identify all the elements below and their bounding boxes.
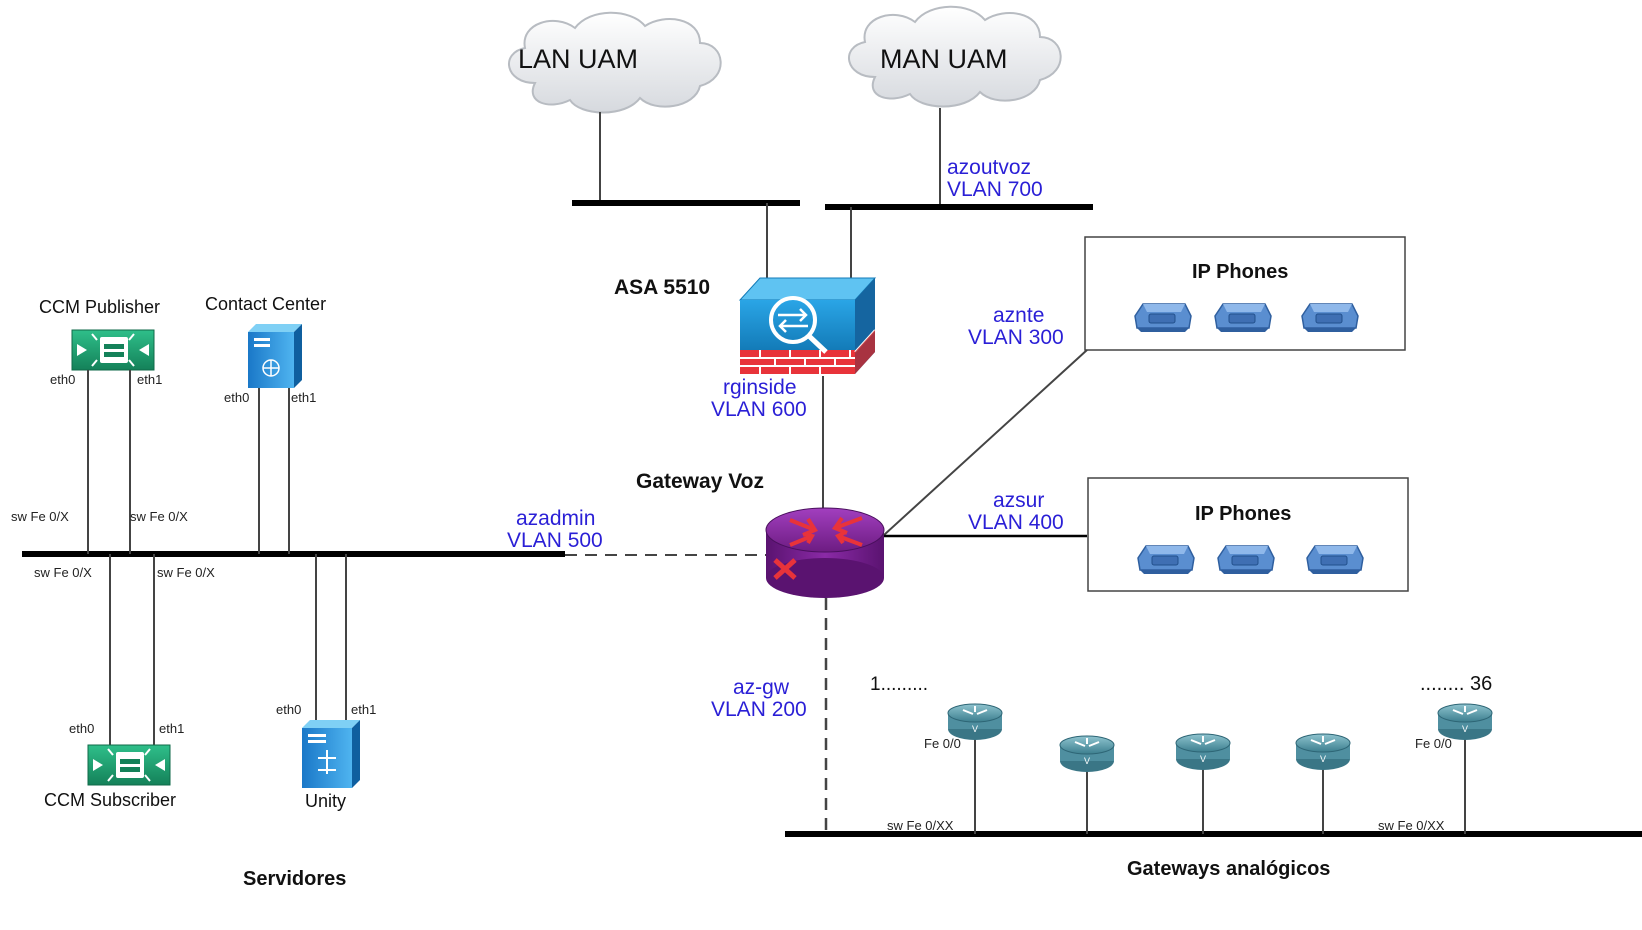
- asa-label: ASA 5510: [614, 276, 711, 299]
- ccm-publisher-icon: [71, 329, 155, 371]
- subscriber-eth0: eth0: [69, 721, 95, 736]
- ip-phones-box-1: [1084, 236, 1406, 351]
- asa-firewall-icon: [738, 277, 877, 374]
- servers-title: Servidores: [243, 868, 347, 890]
- ip-phone-icon: [1137, 545, 1195, 575]
- asa-outside-iface: azoutvoz: [947, 156, 1032, 179]
- analog-router-icon: [1295, 733, 1351, 771]
- publisher-label: CCM Publisher: [39, 297, 161, 317]
- subscriber-label: CCM Subscriber: [44, 790, 177, 810]
- analog-router-icon: [947, 703, 1003, 741]
- contact-center-eth1: eth1: [291, 390, 317, 405]
- analog-first-label: 1.........: [870, 674, 929, 695]
- asa-inside-vlan: VLAN 600: [711, 398, 807, 421]
- ip-phones-box-2: [1087, 477, 1409, 592]
- ip-phone-icon: [1134, 303, 1192, 333]
- asa-inside-iface: rginside: [723, 376, 797, 399]
- phones2-iface: azsur: [993, 489, 1045, 512]
- publisher-sw1: sw Fe 0/X: [130, 509, 188, 524]
- analog-port-last: Fe 0/0: [1415, 736, 1452, 751]
- ccm-subscriber-icon: [87, 744, 171, 786]
- gw-vlan: VLAN 200: [711, 698, 807, 721]
- ip-phone-icon: [1217, 545, 1275, 575]
- analog-sw-last: sw Fe 0/XX: [1378, 818, 1445, 833]
- lan-cloud-label: LAN UAM: [518, 44, 639, 74]
- contact-center-eth0: eth0: [224, 390, 250, 405]
- man-cloud-label: MAN UAM: [880, 44, 1008, 74]
- unity-eth0: eth0: [276, 702, 302, 717]
- phones1-title: IP Phones: [1192, 261, 1289, 283]
- analog-router-icon: [1059, 735, 1115, 773]
- analog-last-label: ........ 36: [1420, 673, 1493, 695]
- phones2-title: IP Phones: [1195, 503, 1292, 525]
- subscriber-sw1: sw Fe 0/X: [157, 565, 215, 580]
- publisher-sw0: sw Fe 0/X: [11, 509, 69, 524]
- asa-outside-vlan: VLAN 700: [947, 178, 1043, 201]
- analog-port-first: Fe 0/0: [924, 736, 961, 751]
- contact-center-icon: [248, 324, 302, 388]
- analog-sw-first: sw Fe 0/XX: [887, 818, 954, 833]
- gateway-phones1-link: [883, 349, 1088, 536]
- phones1-vlan: VLAN 300: [968, 326, 1064, 349]
- phones2-vlan: VLAN 400: [968, 511, 1064, 534]
- gw-iface: az-gw: [733, 676, 790, 699]
- admin-iface: azadmin: [516, 507, 596, 530]
- publisher-eth0: eth0: [50, 372, 76, 387]
- unity-server-icon: [302, 720, 360, 788]
- unity-eth1: eth1: [351, 702, 377, 717]
- ip-phone-icon: [1306, 545, 1364, 575]
- phones1-iface: aznte: [993, 304, 1045, 327]
- admin-vlan: VLAN 500: [507, 529, 603, 552]
- ip-phone-icon: [1301, 303, 1359, 333]
- subscriber-sw0: sw Fe 0/X: [34, 565, 92, 580]
- analog-title: Gateways analógicos: [1127, 858, 1331, 880]
- analog-router-icon: [1437, 703, 1493, 741]
- unity-label: Unity: [305, 791, 347, 811]
- ip-phone-icon: [1214, 303, 1272, 333]
- publisher-eth1: eth1: [137, 372, 163, 387]
- subscriber-eth1: eth1: [159, 721, 185, 736]
- gateway-router-icon: [765, 507, 885, 598]
- gateway-label: Gateway Voz: [636, 470, 764, 493]
- contact-center-label: Contact Center: [205, 294, 327, 314]
- analog-router-icon: [1175, 733, 1231, 771]
